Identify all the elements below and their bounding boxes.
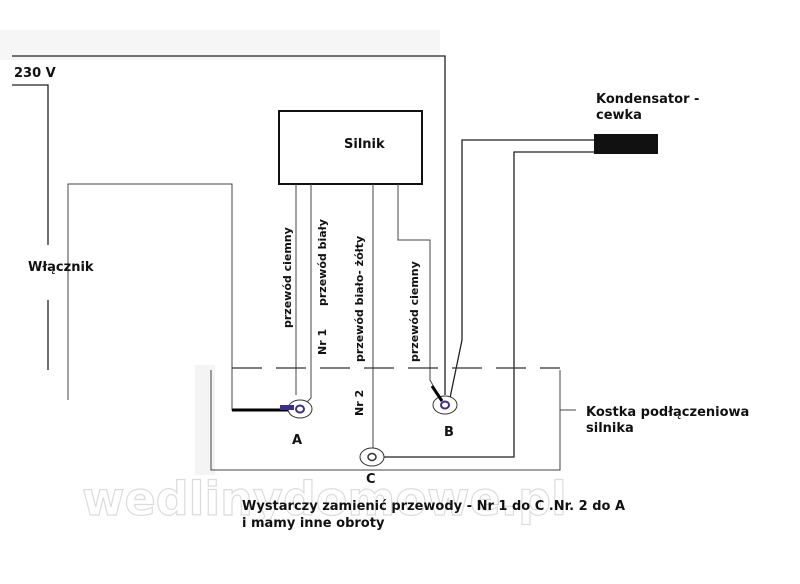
wire-white-label: przewód biały (316, 219, 329, 306)
terminal-b-screw (440, 400, 450, 410)
note-line-1: Wystarczy zamienić przewody - Nr 1 do C … (242, 499, 625, 514)
capacitor-wire-top (449, 139, 595, 399)
terminal-b-lead (430, 385, 444, 402)
terminal-block-label-1: Kostka podłączeniowa (586, 405, 749, 420)
motor-box (278, 110, 423, 185)
terminal-a-label: A (292, 433, 302, 448)
capacitor-label-2: cewka (596, 108, 642, 123)
voltage-label: 230 V (14, 66, 56, 81)
supply-wire (12, 55, 446, 395)
terminal-b-label: B (444, 425, 454, 440)
terminal-c-screw (367, 452, 377, 462)
terminal-a-screw (295, 404, 305, 414)
nr2-label: Nr 2 (353, 390, 366, 416)
wire-white-yellow-label: przewód biało- żółty (353, 236, 366, 362)
wire-dark-1-label: przewód ciemny (281, 227, 294, 328)
terminal-block-label-2: silnika (586, 421, 634, 436)
watermark: wedlinydomowe.pl (82, 472, 567, 526)
nr1-label: Nr 1 (316, 329, 329, 355)
capacitor-label-1: Kondensator - (596, 92, 699, 107)
bg-shade (195, 365, 215, 475)
terminal-block-outline (210, 370, 561, 471)
terminal-a-lug (280, 405, 294, 410)
switch-wire (67, 183, 290, 411)
note-line-2: i mamy inne obroty (242, 516, 385, 531)
motor-label: Silnik (344, 137, 385, 152)
wire-dark-2-label: przewód ciemny (408, 261, 421, 362)
switch-label: Włącznik (28, 260, 94, 275)
capacitor (594, 134, 658, 154)
terminal-c-label: C (366, 472, 376, 487)
wire-white (303, 184, 312, 406)
supply-return-wire (12, 84, 49, 245)
bg-shade (0, 30, 440, 60)
capacitor-wire-bottom (382, 151, 595, 458)
